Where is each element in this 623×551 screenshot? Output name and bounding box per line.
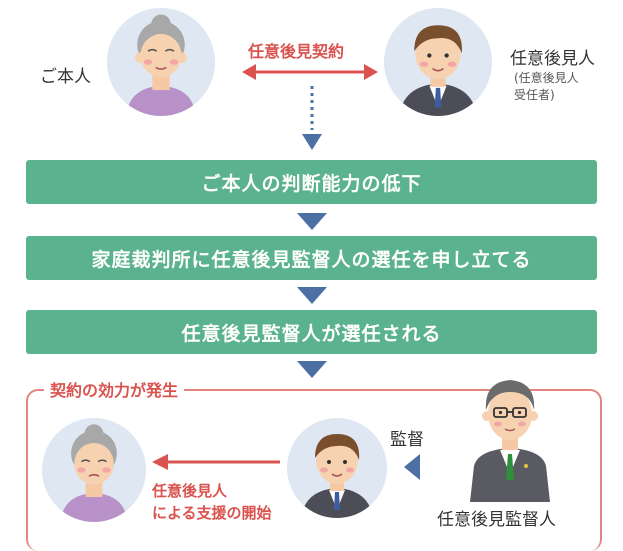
step-3-bar: 任意後見監督人が選任される <box>26 310 597 354</box>
young-man-icon <box>384 8 492 116</box>
support-arrow <box>152 454 280 470</box>
guardian-label: 任意後見人 <box>510 49 595 69</box>
elderly-woman-icon <box>42 418 146 522</box>
elderly-woman-icon <box>107 8 215 116</box>
step-2-bar: 家庭裁判所に任意後見監督人の選任を申し立てる <box>26 236 597 280</box>
step-1-bar: ご本人の判断能力の低下 <box>26 160 597 204</box>
support-line-2: による支援の開始 <box>152 504 272 522</box>
down-arrow-1 <box>297 213 327 230</box>
supervise-arrow <box>404 454 420 480</box>
support-line-1: 任意後見人 <box>152 482 228 500</box>
guardian-sub-1: (任意後見人 <box>514 71 579 85</box>
principal-label: ご本人 <box>40 67 91 87</box>
guardian-sub-2: 受任者) <box>514 88 555 102</box>
down-arrow-2 <box>297 287 327 304</box>
man-with-glasses-icon <box>470 380 550 502</box>
supervisor-label: 任意後見監督人 <box>437 510 556 530</box>
down-arrow-3 <box>297 361 327 378</box>
dotted-connector <box>302 86 322 150</box>
contract-label: 任意後見契約 <box>248 42 345 61</box>
contract-double-arrow <box>242 64 378 80</box>
section-title: 契約の効力が発生 <box>44 377 185 401</box>
effect-frame <box>26 389 602 551</box>
supervise-label: 監督 <box>390 430 424 450</box>
young-man-icon <box>287 418 387 518</box>
